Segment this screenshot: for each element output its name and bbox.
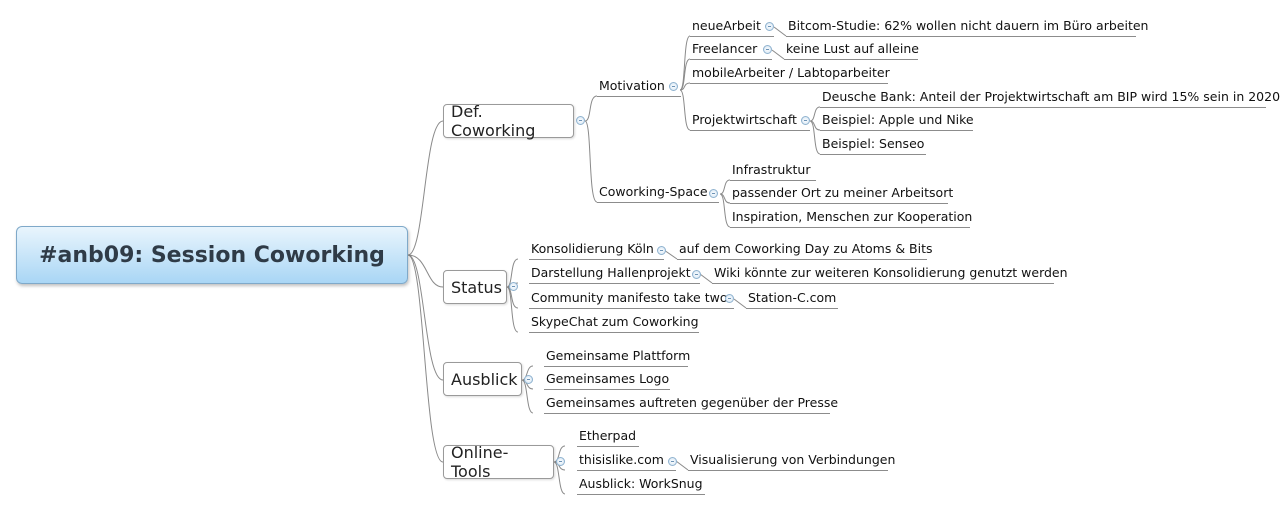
collapse-icon[interactable]: [669, 82, 678, 91]
central-topic[interactable]: #anb09: Session Coworking: [16, 226, 408, 284]
subtopic-freelancer[interactable]: Freelancer: [690, 40, 772, 60]
topic-ausblick[interactable]: Ausblick: [443, 362, 522, 396]
collapse-icon[interactable]: [692, 270, 701, 279]
leaf-inspiration[interactable]: Inspiration, Menschen zur Kooperation: [730, 208, 972, 228]
collapse-icon[interactable]: [524, 375, 533, 384]
subtopic-skypechat[interactable]: SkypeChat zum Coworking: [529, 313, 699, 333]
collapse-icon[interactable]: [556, 457, 565, 466]
topic-def-coworking[interactable]: Def. Coworking: [443, 102, 574, 140]
collapse-icon[interactable]: [801, 116, 810, 125]
collapse-icon[interactable]: [709, 189, 718, 198]
leaf-wiki[interactable]: Wiki könnte zur weiteren Konsolidierung …: [712, 264, 1068, 284]
collapse-icon[interactable]: [725, 294, 734, 303]
topic-status[interactable]: Status: [443, 270, 507, 304]
collapse-icon[interactable]: [509, 282, 518, 291]
leaf-station-c[interactable]: Station-C.com: [746, 289, 838, 309]
subtopic-neue-arbeit[interactable]: neueArbeit: [690, 17, 774, 37]
collapse-icon[interactable]: [763, 45, 772, 54]
leaf-etherpad[interactable]: Etherpad: [577, 427, 639, 447]
leaf-presse[interactable]: Gemeinsames auftreten gegenüber der Pres…: [544, 394, 838, 414]
subtopic-mobile[interactable]: mobileArbeiter / Labtoparbeiter: [690, 64, 890, 84]
leaf-bitcom[interactable]: Bitcom-Studie: 62% wollen nicht dauern i…: [786, 17, 1148, 37]
leaf-senseo[interactable]: Beispiel: Senseo: [820, 135, 926, 155]
subtopic-thisislike[interactable]: thisislike.com: [577, 451, 676, 471]
subtopic-hallenprojekt[interactable]: Darstellung Hallenprojekt: [529, 264, 700, 284]
leaf-infrastruktur[interactable]: Infrastruktur: [730, 161, 816, 181]
topic-online-tools[interactable]: Online-Tools: [443, 443, 554, 481]
leaf-plattform[interactable]: Gemeinsame Plattform: [544, 347, 690, 367]
leaf-apple-nike[interactable]: Beispiel: Apple und Nike: [820, 111, 974, 131]
subtopic-projektwirtschaft[interactable]: Projektwirtschaft: [690, 111, 810, 131]
collapse-icon[interactable]: [668, 457, 677, 466]
subtopic-manifesto[interactable]: Community manifesto take two: [529, 289, 734, 309]
leaf-worksnug[interactable]: Ausblick: WorkSnug: [577, 475, 705, 495]
subtopic-motivation[interactable]: Motivation: [597, 77, 681, 97]
leaf-visualisierung[interactable]: Visualisierung von Verbindungen: [688, 451, 895, 471]
leaf-passender-ort[interactable]: passender Ort zu meiner Arbeitsort: [730, 184, 953, 204]
subtopic-coworking-space[interactable]: Coworking-Space: [597, 183, 719, 203]
collapse-icon[interactable]: [765, 22, 774, 31]
collapse-icon[interactable]: [576, 116, 585, 125]
leaf-logo[interactable]: Gemeinsames Logo: [544, 370, 670, 390]
leaf-keine-lust[interactable]: keine Lust auf alleine: [784, 40, 919, 60]
leaf-deutsche-bank[interactable]: Deusche Bank: Anteil der Projektwirtscha…: [820, 88, 1280, 108]
collapse-icon[interactable]: [657, 246, 666, 255]
subtopic-konsolidierung[interactable]: Konsolidierung Köln: [529, 240, 664, 260]
leaf-coworking-day[interactable]: auf dem Coworking Day zu Atoms & Bits: [677, 240, 933, 260]
